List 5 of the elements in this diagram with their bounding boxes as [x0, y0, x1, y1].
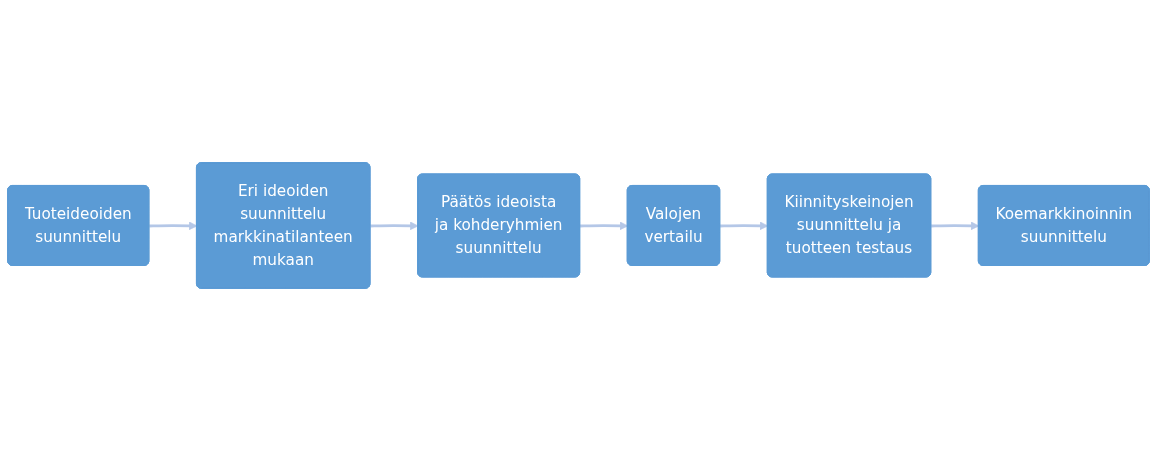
arrow [720, 221, 769, 230]
arrow [370, 221, 419, 230]
arrow [931, 221, 980, 230]
arrow [149, 221, 198, 230]
arrow [580, 221, 629, 230]
